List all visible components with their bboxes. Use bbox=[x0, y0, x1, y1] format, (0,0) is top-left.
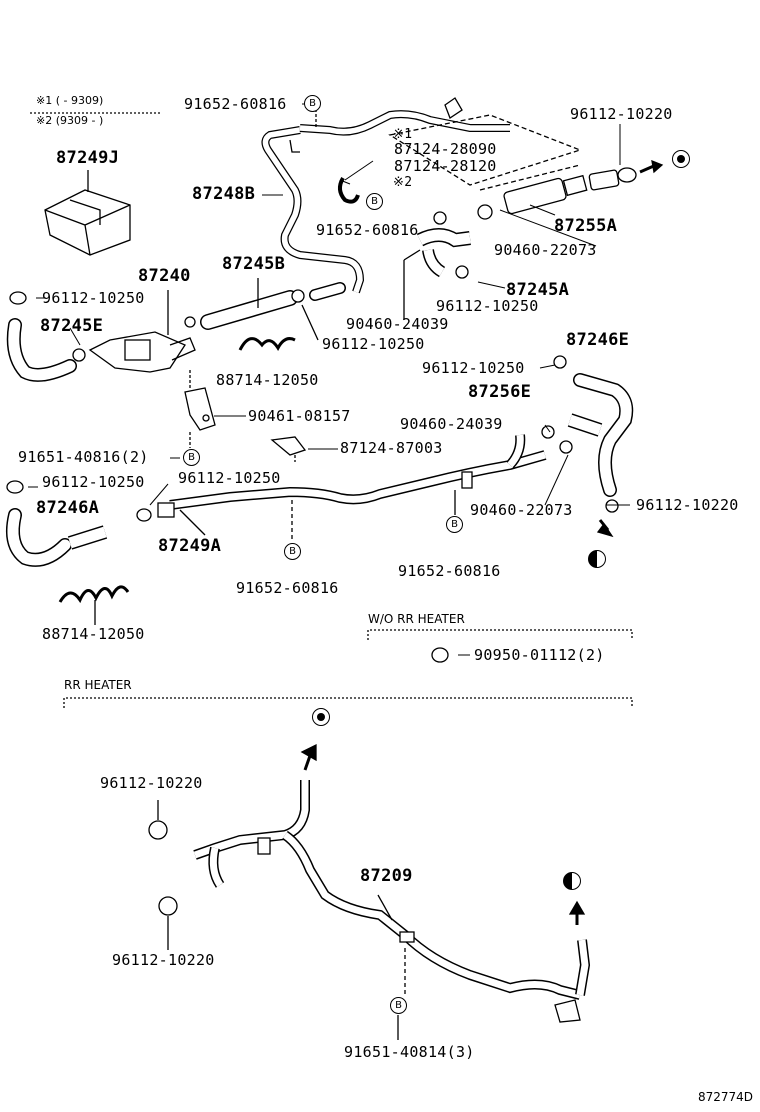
figure-id: 872774D bbox=[698, 1090, 754, 1104]
section-wo-rr-heater: W/O RR HEATER bbox=[368, 612, 465, 626]
hose-87246a bbox=[6, 480, 108, 567]
hose-87245b bbox=[200, 278, 346, 352]
pipe-87248b bbox=[261, 97, 510, 294]
label-87209: 87209 bbox=[360, 866, 413, 886]
label-88714-12050-b: 88714-12050 bbox=[42, 625, 145, 643]
protector-88714-lower bbox=[58, 585, 130, 604]
bubble-b-mid: B bbox=[366, 193, 383, 210]
bubble-b-left: B bbox=[183, 449, 200, 466]
hose-87246e bbox=[541, 355, 634, 538]
connection-half-dot-rr bbox=[563, 872, 581, 890]
label-90460-24039-b: 90460-24039 bbox=[400, 415, 503, 433]
label-91651-40814: 91651-40814(3) bbox=[344, 1043, 475, 1061]
label-87245e: 87245E bbox=[40, 316, 104, 336]
label-91652-60816-top: 91652-60816 bbox=[184, 95, 287, 113]
label-87245b: 87245B bbox=[222, 254, 286, 274]
label-91652-60816-d: 91652-60816 bbox=[398, 562, 501, 580]
hose-87245e bbox=[6, 291, 86, 382]
label-96112-10250-a: 96112-10250 bbox=[42, 289, 145, 307]
bubble-b-lower-center: B bbox=[284, 543, 301, 560]
label-87240: 87240 bbox=[138, 266, 191, 286]
bubble-b-top: B bbox=[304, 95, 321, 112]
label-96112-10250-f: 96112-10250 bbox=[178, 469, 281, 487]
label-87249a: 87249A bbox=[158, 536, 222, 556]
label-88714-12050-a: 88714-12050 bbox=[216, 371, 319, 389]
legend-line-2: ※2 (9309 - ) bbox=[36, 114, 104, 127]
hose-87245a bbox=[403, 204, 493, 320]
label-90460-24039-a: 90460-24039 bbox=[346, 315, 449, 333]
label-91652-60816-mid: 91652-60816 bbox=[316, 221, 419, 239]
label-96112-10250-e: 96112-10250 bbox=[42, 473, 145, 491]
connection-half-dot-right bbox=[588, 550, 606, 568]
bubble-b-rr: B bbox=[390, 997, 407, 1014]
label-96112-10250-b: 96112-10250 bbox=[436, 297, 539, 315]
rr-clamps bbox=[148, 800, 178, 950]
connection-dot-rr bbox=[312, 708, 330, 726]
label-91652-60816-c: 91652-60816 bbox=[236, 579, 339, 597]
label-note-1: ※1 bbox=[393, 127, 413, 142]
leader-lines bbox=[28, 103, 630, 656]
bubble-b-lower-right: B bbox=[446, 516, 463, 533]
clip-87124-87003 bbox=[270, 436, 307, 462]
hose-87255a bbox=[503, 159, 664, 215]
label-90460-22073-b: 90460-22073 bbox=[470, 501, 573, 519]
connection-dot-top bbox=[672, 150, 690, 168]
label-87256e: 87256E bbox=[468, 382, 532, 402]
pipe-87249a bbox=[136, 434, 547, 540]
label-96112-10220-top: 96112-10220 bbox=[570, 105, 673, 123]
connector-bracket bbox=[338, 176, 360, 204]
pipe-87209 bbox=[193, 743, 591, 1040]
label-87124-28090: 87124-28090 bbox=[394, 140, 497, 158]
label-87124-28120: 87124-28120 bbox=[394, 157, 497, 175]
label-87246a: 87246A bbox=[36, 498, 100, 518]
valve-87240 bbox=[88, 290, 196, 373]
label-90460-22073-top: 90460-22073 bbox=[494, 241, 597, 259]
label-96112-10250-c: 96112-10250 bbox=[322, 335, 425, 353]
label-87246e: 87246E bbox=[566, 330, 630, 350]
label-87248b: 87248B bbox=[192, 184, 256, 204]
label-90950-01112: 90950-01112(2) bbox=[474, 646, 605, 664]
label-91651-40816: 91651-40816(2) bbox=[18, 448, 149, 466]
label-96112-10220-rr1: 96112-10220 bbox=[100, 774, 203, 792]
label-96112-10250-d: 96112-10250 bbox=[422, 359, 525, 377]
label-87249j: 87249J bbox=[56, 148, 120, 168]
legend-line-1: ※1 ( - 9309) bbox=[36, 94, 104, 107]
label-87255a: 87255A bbox=[554, 216, 618, 236]
bracket-90461 bbox=[184, 370, 216, 448]
label-note-2: ※2 bbox=[393, 175, 413, 190]
label-96112-10220-rr2: 96112-10220 bbox=[112, 951, 215, 969]
label-87124-87003: 87124-87003 bbox=[340, 439, 443, 457]
section-rr-heater: RR HEATER bbox=[64, 678, 132, 692]
label-90461-08157: 90461-08157 bbox=[248, 407, 351, 425]
label-87245a: 87245A bbox=[506, 280, 570, 300]
label-96112-10220-right: 96112-10220 bbox=[636, 496, 739, 514]
part-87249j-drawing bbox=[44, 170, 131, 256]
